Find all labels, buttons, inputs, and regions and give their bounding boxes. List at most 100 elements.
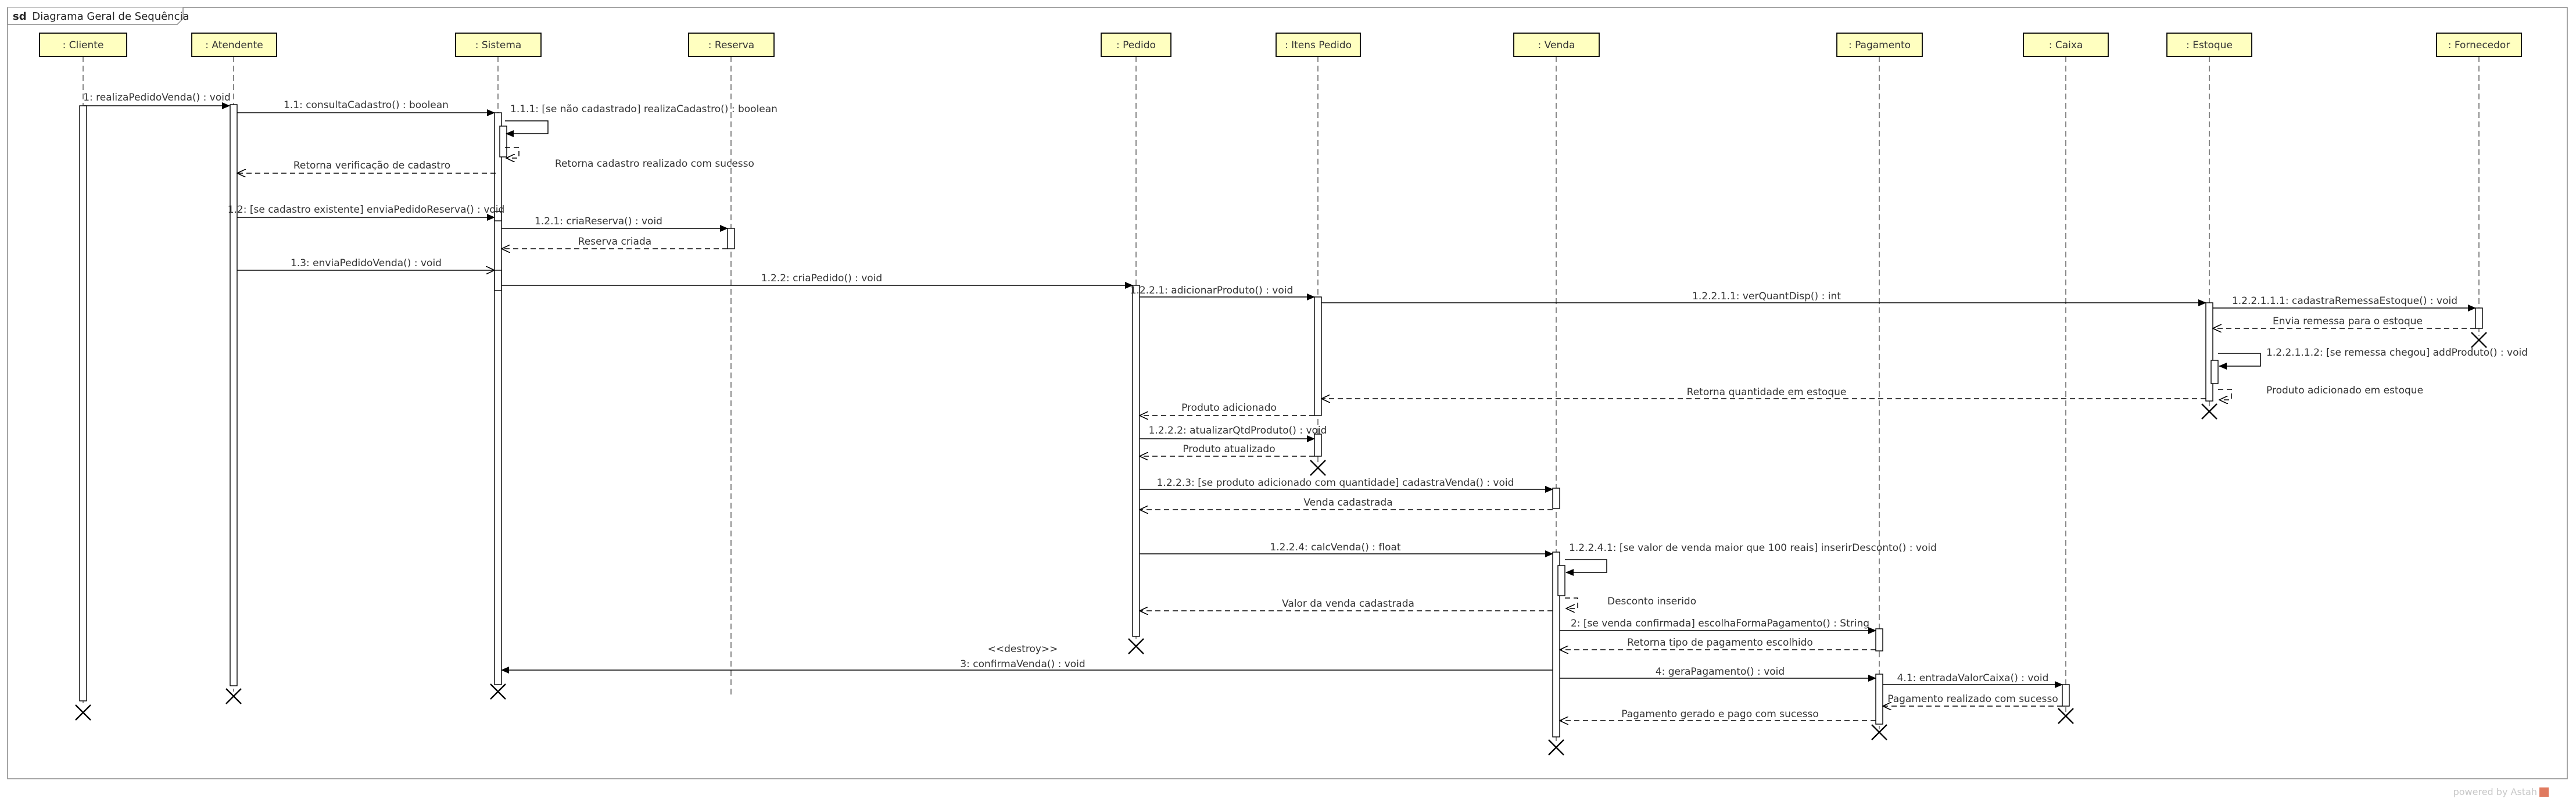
message-m26: Valor da venda cadastrada <box>1140 598 1553 611</box>
activation-bar <box>230 104 238 686</box>
activation-bar <box>2210 360 2219 384</box>
message-m25: Desconto inserido <box>1565 596 1696 608</box>
message-label: 4.1: entradaValorCaixa() : void <box>1897 672 2049 684</box>
message-label: Envia remessa para o estoque <box>2273 316 2423 327</box>
self-message-arrow <box>505 120 549 137</box>
message-m14: Envia remessa para o estoque <box>2213 316 2475 328</box>
message-m22: Venda cadastrada <box>1140 497 1553 510</box>
message-m27: 2: [se venda confirmada] escolhaFormaPag… <box>1560 618 1876 634</box>
message-m5: Retorna verificação de cadastro <box>237 160 496 173</box>
astah-logo-icon <box>2539 787 2549 797</box>
message-label: Pagamento gerado e pago com sucesso <box>1621 708 1819 720</box>
activation-bar <box>1314 296 1322 416</box>
activation-bar <box>499 126 507 157</box>
activation-bar <box>1875 674 1883 725</box>
lifeline-estoque-header <box>2166 33 2252 57</box>
lifeline-atendente-header <box>191 33 277 57</box>
activation-bar <box>2475 307 2483 329</box>
message-label: Produto atualizado <box>1183 443 1275 455</box>
activation-bar <box>1875 628 1883 651</box>
message-m13: 1.2.2.1.1.1: cadastraRemessaEstoque() : … <box>2213 295 2476 312</box>
destroy-marker-itens-pedido <box>1310 460 1326 476</box>
message-label: 1.2.2: criaPedido() : void <box>761 273 882 284</box>
activation-bar <box>79 105 87 701</box>
message-label: 2: [se venda confirmada] escolhaFormaPag… <box>1571 618 1869 629</box>
message-m11: 1.2.2.1: adicionarProduto() : void <box>1130 285 1315 300</box>
message-label: 1: realizaPedidoVenda() : void <box>83 92 231 103</box>
lifeline-reserva-label: : Reserva <box>708 40 754 51</box>
return-message-arrow <box>2218 389 2232 400</box>
message-label: Pagamento realizado com sucesso <box>1887 693 2058 705</box>
activation-bar <box>1557 565 1565 596</box>
lifeline-itens-pedido-header <box>1276 33 1361 57</box>
watermark-text: powered by Astah <box>2453 786 2537 797</box>
message-m19: 1.2.2.2: atualizarQtdProduto() : void <box>1140 425 1327 442</box>
lifeline-reserva: : Reserva <box>688 33 775 694</box>
lifeline-fornecedor: : Fornecedor <box>2436 33 2522 336</box>
messages: 1: realizaPedidoVenda() : void 1.1: consu… <box>83 92 2528 721</box>
message-label: 1.1: consultaCadastro() : boolean <box>284 99 449 111</box>
self-message-arrow <box>2218 353 2261 370</box>
activation-bar <box>2205 302 2213 402</box>
message-m24: 1.2.2.4.1: [se valor de venda maior que … <box>1565 542 1937 576</box>
activation-bar <box>494 112 502 685</box>
message-m28: Retorna tipo de pagamento escolhido <box>1560 637 1876 650</box>
frame-border <box>7 7 2568 779</box>
message-label: Retorna quantidade em estoque <box>1687 386 1847 398</box>
destroy-marker-venda <box>1548 739 1564 756</box>
message-label: 1.2.2.1.1.1: cadastraRemessaEstoque() : … <box>2232 295 2457 307</box>
destroy-marker-pagamento <box>1871 724 1887 740</box>
lifeline-pagamento-header <box>1836 33 1923 57</box>
message-m2: 1.1: consultaCadastro() : boolean <box>237 99 495 116</box>
message-m31: 4.1: entradaValorCaixa() : void <box>1883 672 2063 688</box>
lifeline-venda-label: : Venda <box>1538 40 1575 51</box>
message-label: Retorna verificação de cadastro <box>293 160 450 171</box>
message-label: 1.2.2.4: calcVenda() : float <box>1270 542 1401 553</box>
message-m17: Retorna quantidade em estoque <box>1321 386 2206 399</box>
message-label: 1.2.2.1.1: verQuantDisp() : int <box>1692 291 1841 302</box>
lifeline-cliente-label: : Cliente <box>63 40 104 51</box>
message-m16: Produto adicionado em estoque <box>2218 385 2423 400</box>
destroy-marker-sistema <box>490 683 506 700</box>
message-m33: Pagamento gerado e pago com sucesso <box>1560 708 1876 721</box>
activation-bar <box>727 228 735 249</box>
lifeline-pedido-label: : Pedido <box>1116 40 1156 51</box>
lifeline-fornecedor-header <box>2436 33 2522 57</box>
message-m8: Reserva criada <box>501 236 728 249</box>
message-m18: Produto adicionado <box>1140 402 1314 416</box>
message-label: Produto adicionado em estoque <box>2266 385 2423 396</box>
activation-bar <box>2062 684 2070 707</box>
return-message-arrow <box>505 147 520 158</box>
lifeline-pedido-header <box>1101 33 1171 57</box>
message-m21: 1.2.2.3: [se produto adicionado com quan… <box>1140 477 1553 493</box>
lifeline-caixa-label: : Caixa <box>2049 40 2083 51</box>
frame-title: Diagrama Geral de Sequência <box>32 10 189 23</box>
destroy-marker-caixa <box>2058 708 2074 724</box>
message-label: Desconto inserido <box>1607 596 1696 607</box>
message-m10: 1.2.2: criaPedido() : void <box>501 273 1133 289</box>
lifeline-itens-pedido-label: : Itens Pedido <box>1285 40 1352 51</box>
lifeline-venda: : Venda <box>1513 33 1600 741</box>
svg-text:sd Diagrama Geral de Sequê: sd Diagrama Geral de Sequência <box>13 10 189 23</box>
destroy-marker-estoque <box>2201 403 2217 420</box>
destroy-marker-atendente <box>225 688 242 704</box>
activation-bar <box>1132 285 1140 637</box>
return-message-arrow <box>1565 597 1578 608</box>
message-m3: 1.1.1: [se não cadastrado] realizaCadast… <box>505 103 778 137</box>
lifeline-sistema-label: : Sistema <box>475 40 522 51</box>
destroy-markers <box>75 332 2487 756</box>
activation-bars <box>79 104 2483 737</box>
lifelines: : Cliente: Atendente: Sistema: Reserva: … <box>39 33 2522 741</box>
lifeline-pagamento-label: : Pagamento <box>1848 40 1911 51</box>
message-m23: 1.2.2.4: calcVenda() : float <box>1140 542 1553 557</box>
message-m4: Retorna cadastro realizado com sucesso <box>505 147 754 170</box>
activation-bar <box>1314 434 1322 457</box>
lifeline-caixa-header <box>2023 33 2109 57</box>
activation-bar <box>1552 488 1560 509</box>
message-label: 1.2.2.2: atualizarQtdProduto() : void <box>1149 425 1327 436</box>
message-m1: 1: realizaPedidoVenda() : void <box>83 92 231 109</box>
message-stereotype: <<destroy>> <box>988 643 1058 655</box>
activation-bar <box>1552 552 1560 737</box>
lifeline-sistema-header <box>455 33 542 57</box>
message-label: 1.2.2.3: [se produto adicionado com quan… <box>1157 477 1514 489</box>
